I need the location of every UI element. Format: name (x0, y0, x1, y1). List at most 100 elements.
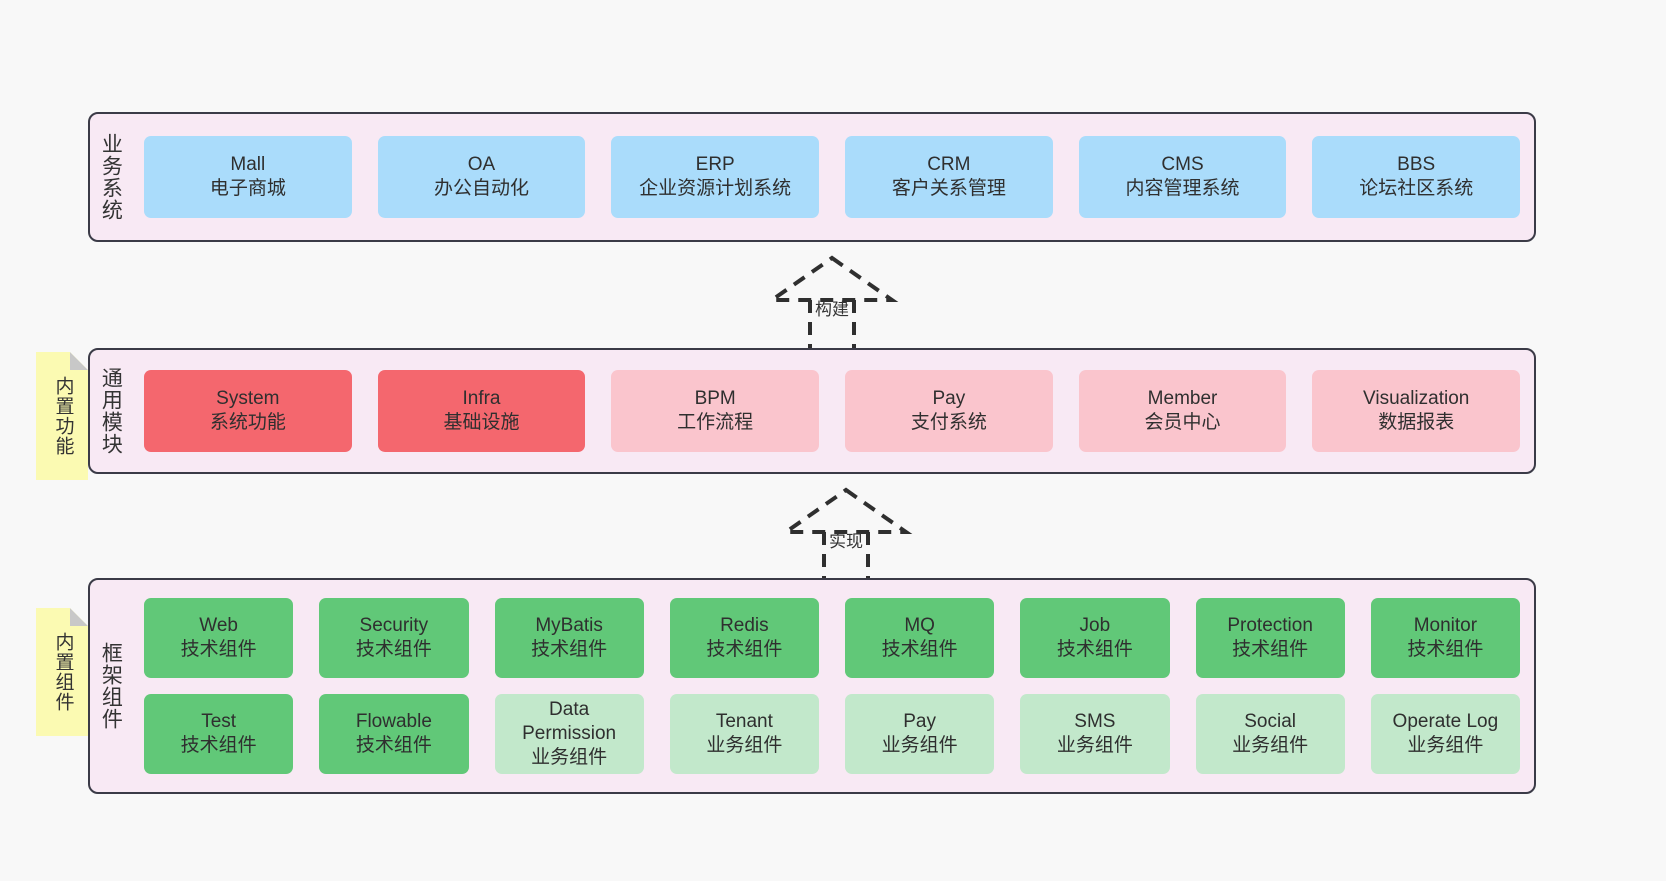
card-mybatis[interactable]: MyBatis 技术组件 (494, 598, 644, 678)
card-subtitle: 内容管理系统 (1125, 178, 1240, 199)
connector-implement-arrow-icon (779, 487, 913, 580)
card-row: Mall 电子商城 OA 办公自动化 ERP 企业资源计划系统 CRM 客户关系… (144, 136, 1521, 218)
card-social[interactable]: Social 业务组件 (1195, 694, 1345, 774)
card-job[interactable]: Job 技术组件 (1020, 598, 1170, 678)
card-subtitle: 业务组件 (706, 735, 783, 756)
note-fold-corner-icon (70, 352, 88, 370)
connector-implement-label: 实现 (829, 532, 863, 551)
card-subtitle: 技术组件 (355, 639, 432, 660)
layer-general-module: 通用模块 System 系统功能 Infra 基础设施 BPM 工作流程 Pay… (88, 348, 1536, 474)
card-title: Operate Log (1392, 710, 1499, 732)
card-subtitle: 企业资源计划系统 (639, 178, 792, 199)
connector-build: 构建 (752, 252, 912, 348)
card-title: Redis (720, 614, 769, 636)
card-mall[interactable]: Mall 电子商城 (144, 136, 352, 218)
card-title: SMS (1074, 710, 1116, 732)
connector-implement: 实现 (766, 484, 926, 580)
card-bpm[interactable]: BPM 工作流程 (611, 370, 820, 452)
card-bbs[interactable]: BBS 论坛社区系统 (1312, 136, 1521, 218)
card-title: Flowable (355, 710, 432, 732)
layer-business-system: 业务系统 Mall 电子商城 OA 办公自动化 ERP 企业资源计划系统 CRM… (88, 112, 1536, 242)
card-title: System (216, 387, 280, 409)
card-row: System 系统功能 Infra 基础设施 BPM 工作流程 Pay 支付系统… (144, 370, 1521, 452)
card-cms[interactable]: CMS 内容管理系统 (1078, 136, 1287, 218)
card-pay[interactable]: Pay 支付系统 (845, 370, 1053, 452)
card-tenant[interactable]: Tenant 业务组件 (669, 694, 819, 774)
card-system[interactable]: System 系统功能 (144, 370, 352, 452)
card-data-permission[interactable]: Data Permission 业务组件 (494, 694, 644, 774)
card-title: Protection (1227, 614, 1313, 636)
card-title: Pay (932, 387, 966, 409)
card-subtitle: 业务组件 (1056, 735, 1133, 756)
card-subtitle: 论坛社区系统 (1359, 178, 1474, 199)
card-title: Tenant (715, 710, 773, 732)
card-web[interactable]: Web 技术组件 (144, 598, 294, 678)
card-subtitle: 会员中心 (1144, 412, 1221, 433)
card-title: CRM (927, 153, 971, 175)
card-subtitle: 电子商城 (209, 178, 286, 199)
card-subtitle: 技术组件 (1056, 639, 1133, 660)
card-security[interactable]: Security 技术组件 (319, 598, 469, 678)
card-redis[interactable]: Redis 技术组件 (669, 598, 819, 678)
card-title: Data Permission (522, 698, 617, 744)
layer-title-general-module: 通用模块 (99, 367, 123, 455)
card-title: Social (1244, 710, 1296, 732)
card-subtitle: 数据报表 (1378, 412, 1455, 433)
card-title: Job (1079, 614, 1111, 636)
card-title: ERP (695, 153, 735, 175)
card-title: Security (359, 614, 429, 636)
layer-title-framework-component: 框架组件 (99, 642, 123, 730)
card-monitor[interactable]: Monitor 技术组件 (1370, 598, 1520, 678)
card-subtitle: 技术组件 (180, 639, 257, 660)
layer-framework-component: 框架组件 Web 技术组件 Security 技术组件 MyBatis 技术组件… (88, 578, 1536, 794)
card-test[interactable]: Test 技术组件 (144, 694, 294, 774)
card-flowable[interactable]: Flowable 技术组件 (319, 694, 469, 774)
card-erp[interactable]: ERP 企业资源计划系统 (611, 136, 820, 218)
card-sms[interactable]: SMS 业务组件 (1020, 694, 1170, 774)
card-title: Mall (230, 153, 266, 175)
card-subtitle: 技术组件 (355, 735, 432, 756)
card-subtitle: 技术组件 (180, 735, 257, 756)
card-title: Member (1147, 387, 1218, 409)
card-title: MQ (904, 614, 935, 636)
card-infra[interactable]: Infra 基础设施 (377, 370, 586, 452)
card-visualization[interactable]: Visualization 数据报表 (1312, 370, 1521, 452)
layer-body-general-module: System 系统功能 Infra 基础设施 BPM 工作流程 Pay 支付系统… (130, 350, 1534, 472)
card-title: Test (201, 710, 237, 732)
card-member[interactable]: Member 会员中心 (1078, 370, 1287, 452)
card-title: BPM (694, 387, 736, 409)
card-pay-business[interactable]: Pay 业务组件 (845, 694, 995, 774)
card-operate-log[interactable]: Operate Log 业务组件 (1370, 694, 1520, 774)
card-mq[interactable]: MQ 技术组件 (845, 598, 995, 678)
layer-body-framework-component: Web 技术组件 Security 技术组件 MyBatis 技术组件 Redi… (130, 580, 1534, 792)
card-subtitle: 业务组件 (1407, 735, 1484, 756)
card-subtitle: 业务组件 (1232, 735, 1309, 756)
card-subtitle: 技术组件 (1407, 639, 1484, 660)
card-title: Infra (462, 387, 501, 409)
card-title: OA (467, 153, 496, 175)
card-subtitle: 支付系统 (910, 412, 987, 433)
connector-build-label: 构建 (815, 300, 849, 319)
card-title: CMS (1161, 153, 1204, 175)
card-subtitle: 技术组件 (706, 639, 783, 660)
note-label: 内置功能 (52, 376, 74, 456)
note-builtin-component: 内置组件 (36, 608, 88, 736)
note-builtin-function: 内置功能 (36, 352, 88, 480)
card-protection[interactable]: Protection 技术组件 (1195, 598, 1345, 678)
note-fold-corner-icon (70, 608, 88, 626)
card-subtitle: 系统功能 (209, 412, 286, 433)
card-oa[interactable]: OA 办公自动化 (377, 136, 586, 218)
card-subtitle: 办公自动化 (434, 178, 530, 199)
card-crm[interactable]: CRM 客户关系管理 (845, 136, 1053, 218)
note-label: 内置组件 (52, 632, 74, 712)
card-subtitle: 技术组件 (1232, 639, 1309, 660)
card-subtitle: 基础设施 (443, 412, 520, 433)
layer-title-business-system: 业务系统 (99, 133, 123, 221)
card-row: Test 技术组件 Flowable 技术组件 Data Permission … (144, 694, 1520, 774)
layer-body-business-system: Mall 电子商城 OA 办公自动化 ERP 企业资源计划系统 CRM 客户关系… (130, 114, 1534, 240)
card-title: MyBatis (535, 614, 603, 636)
card-row: Web 技术组件 Security 技术组件 MyBatis 技术组件 Redi… (144, 598, 1520, 678)
card-subtitle: 客户关系管理 (891, 178, 1006, 199)
card-subtitle: 业务组件 (881, 735, 958, 756)
